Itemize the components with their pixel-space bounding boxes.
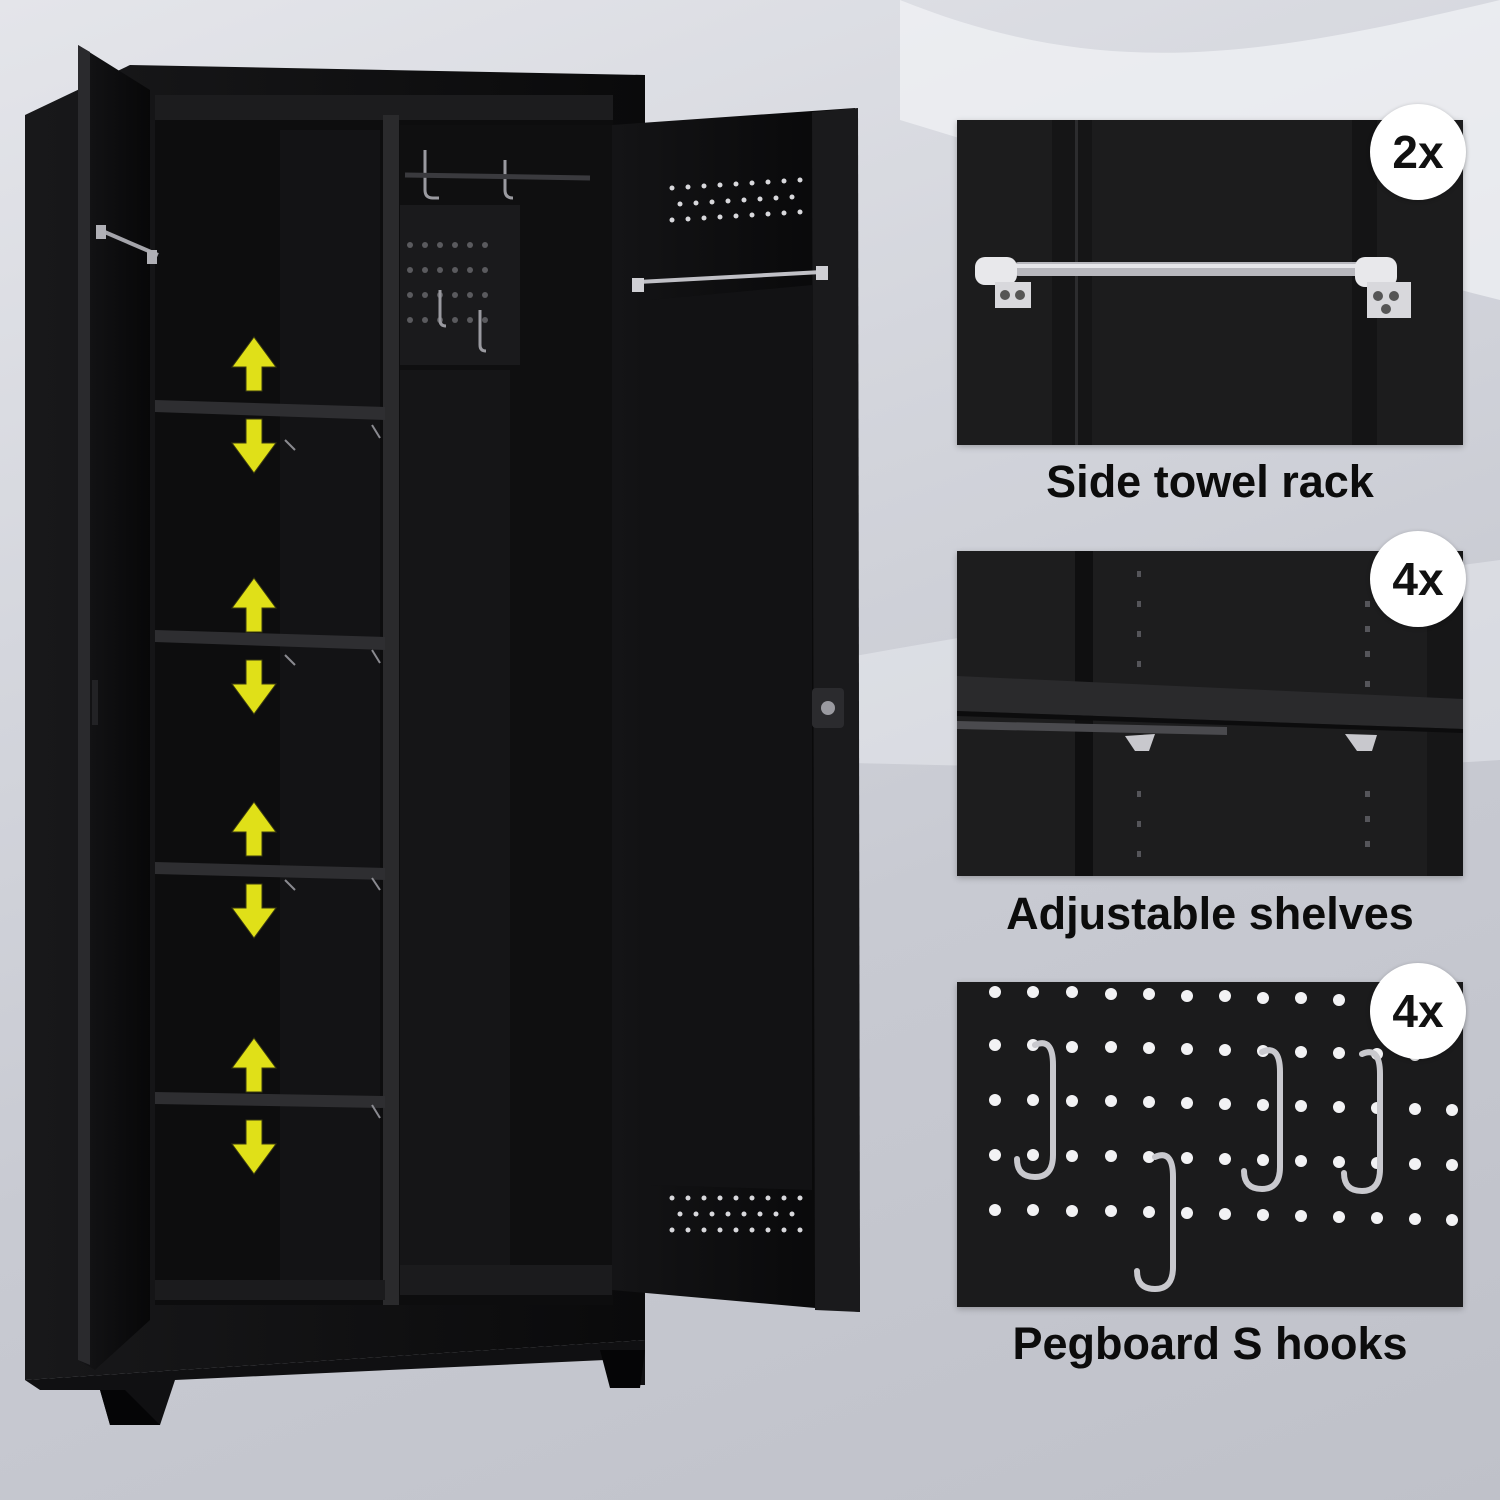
quantity-badge: 2x xyxy=(1370,104,1466,200)
towel-rack-icon xyxy=(975,257,1411,318)
cabinet-image xyxy=(25,45,860,1425)
s-hook-icon xyxy=(1014,1040,1383,1293)
double-arrow-icon xyxy=(231,336,277,1175)
quantity-badge: 4x xyxy=(1370,531,1466,627)
quantity-badge: 4x xyxy=(1370,963,1466,1059)
feature-caption: Side towel rack xyxy=(1046,456,1374,507)
feature-caption: Pegboard S hooks xyxy=(1012,1318,1408,1369)
shelf-bracket-icon xyxy=(1125,734,1377,751)
feature-caption: Adjustable shelves xyxy=(1006,888,1414,939)
